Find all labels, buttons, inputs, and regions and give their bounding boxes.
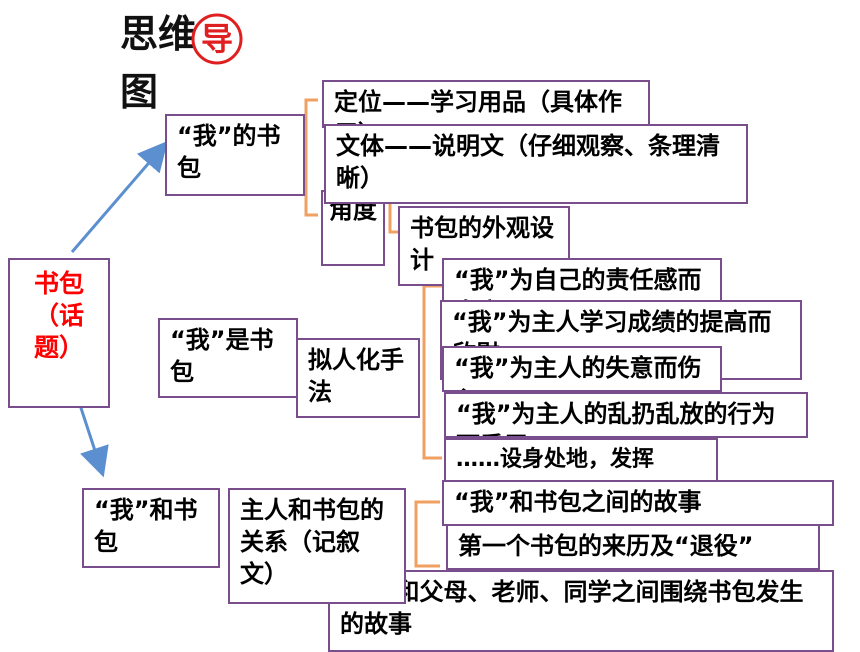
branch3-relation: 主人和书包的关系（记叙文） (228, 488, 406, 604)
branch1-item-2-text: 文体——说明文（仔细观察、条理清晰） (336, 132, 720, 192)
branch2-item-3: “我”为主人的失意而伤心 (442, 346, 722, 392)
branch2-item-4: “我”为主人的乱扔乱放的行为而委屈 (444, 392, 808, 438)
branch2-item-5-text: ……设身处地，发挥 (456, 447, 655, 472)
topic-box: 书包（话题） (8, 258, 110, 408)
branch2-item-4-text: “我”为主人的乱扔乱放的行为而委屈 (456, 400, 776, 436)
branch2-item-3-text: “我”为主人的失意而伤心 (454, 354, 702, 390)
branch1-item-4-text: 书包的外观设计 (410, 214, 554, 274)
title-line2: 图 (120, 70, 159, 114)
arrow-to-branch1 (70, 140, 168, 253)
branch2-label-text: “我”是书包 (170, 326, 274, 386)
branch3-item-1: “我”和书包之间的故事 (442, 480, 834, 526)
bracket-branch1-sub (388, 200, 400, 234)
branch1-item-1: 定位——学习用品（具体作用） (322, 80, 650, 128)
branch3-label: “我”和书包 (82, 488, 220, 568)
branch1-label-text: “我”的书包 (177, 122, 281, 182)
branch1-label: “我”的书包 (165, 114, 305, 196)
branch1-item-1-text: 定位——学习用品（具体作用） (334, 88, 622, 126)
topic-text: 书包（话题） (33, 269, 84, 362)
bracket-branch3 (414, 500, 440, 568)
guide-seal-icon: 导 (190, 12, 244, 66)
branch3-relation-text: 主人和书包的关系（记叙文） (240, 496, 384, 588)
branch2-label: “我”是书包 (158, 318, 298, 398)
svg-text:导: 导 (201, 20, 233, 58)
branch2-item-1-text: “我”为自己的责任感而自豪 (454, 266, 702, 302)
branch1-item-2: 文体——说明文（仔细观察、条理清晰） (324, 124, 748, 204)
bracket-branch1 (304, 98, 318, 217)
branch2-method-text: 拟人化手法 (308, 346, 404, 406)
branch3-item-2: 第一个书包的来历及“退役” (446, 524, 820, 570)
branch2-item-5: ……设身处地，发挥 (444, 438, 718, 482)
branch2-method: 拟人化手法 (296, 338, 420, 418)
diagram-title-line2: 图 (120, 70, 158, 114)
branch3-item-1-text: “我”和书包之间的故事 (454, 488, 702, 516)
branch2-item-1: “我”为自己的责任感而自豪 (442, 258, 722, 304)
branch3-label-text: “我”和书包 (94, 496, 198, 556)
diagram-title: 思维 (120, 12, 196, 56)
branch3-item-3: “我”和父母、老师、同学之间围绕书包发生的故事 (328, 570, 834, 652)
branch3-item-3-text: “我”和父母、老师、同学之间围绕书包发生的故事 (340, 578, 804, 638)
branch3-item-2-text: 第一个书包的来历及“退役” (458, 532, 754, 560)
title-line1: 思维 (120, 12, 197, 56)
branch2-item-2-text: “我”为主人学习成绩的提高而欣慰 (452, 308, 772, 368)
bracket-branch2 (422, 284, 442, 460)
